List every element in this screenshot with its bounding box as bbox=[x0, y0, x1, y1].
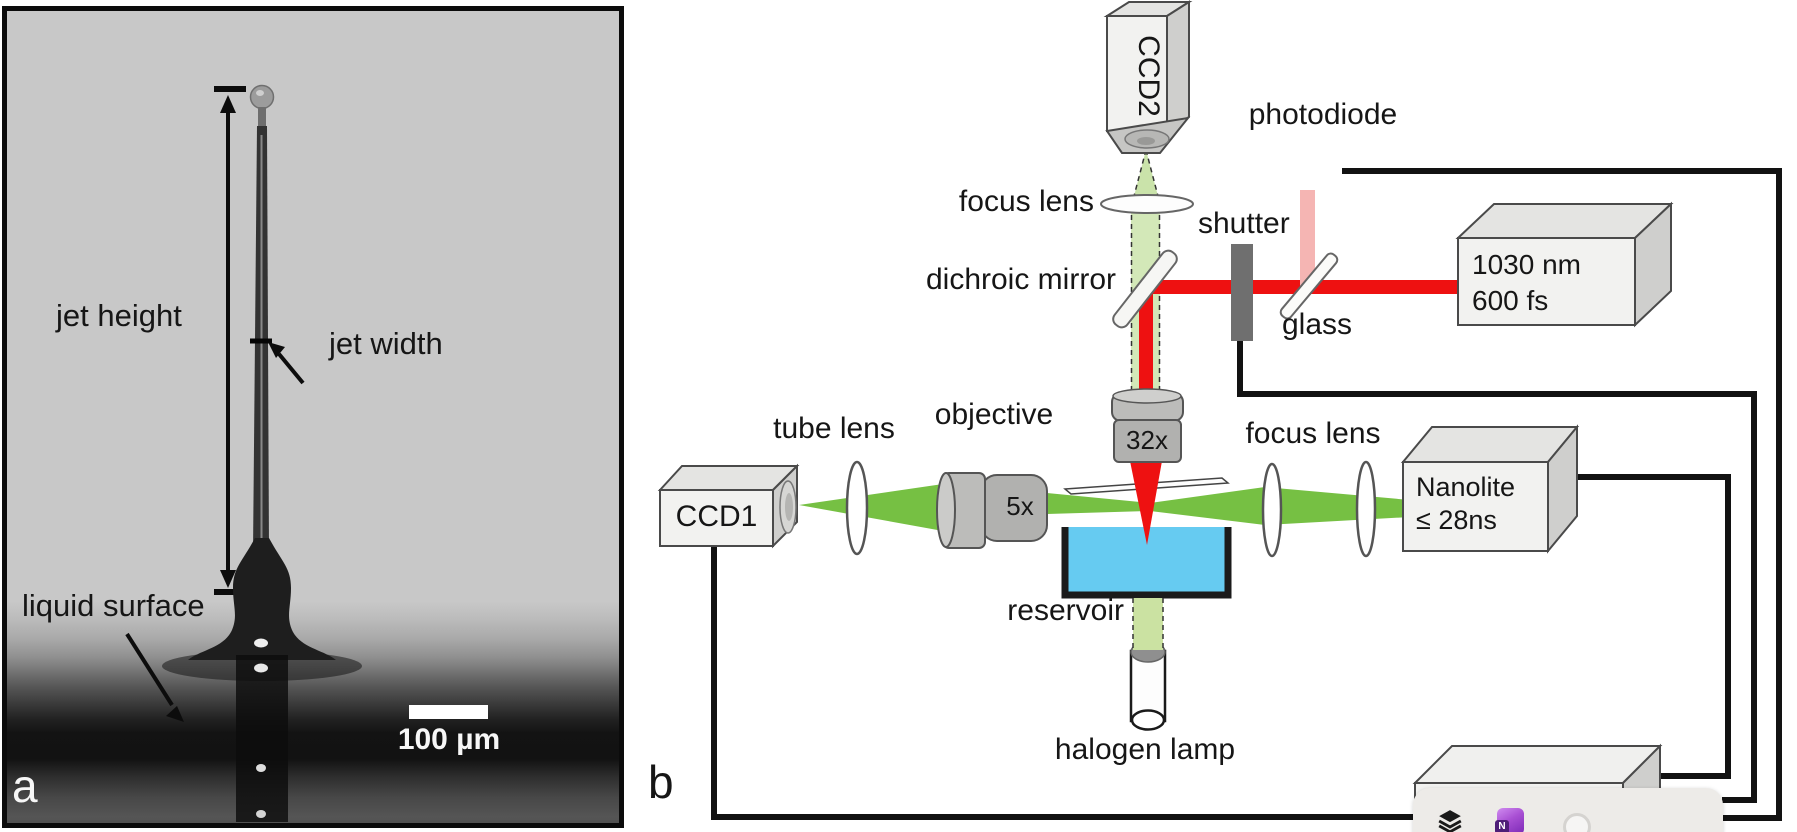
jet-width-label: jet width bbox=[329, 326, 443, 361]
onenote-app-icon[interactable]: N bbox=[1495, 808, 1524, 832]
green-beam-converging bbox=[1047, 493, 1150, 514]
laser-label: 1030 nm 600 fs bbox=[1472, 247, 1581, 319]
dock: N T bbox=[1413, 788, 1723, 832]
tube-lens-label: tube lens bbox=[773, 412, 895, 445]
reservoir-walls bbox=[1061, 527, 1232, 599]
focus-lens-top-element bbox=[1100, 194, 1194, 214]
objective-5x-front-cap bbox=[936, 472, 956, 548]
ccd2-cone bbox=[1133, 150, 1159, 200]
nanolite-box bbox=[1400, 424, 1580, 554]
bulge-highlight-1 bbox=[254, 638, 268, 648]
halogen-lamp-label: halogen lamp bbox=[1054, 733, 1236, 766]
halogen-lamp bbox=[1129, 598, 1167, 731]
green-beam-nanolite-segment bbox=[1265, 487, 1410, 525]
objective-32x-top bbox=[1112, 388, 1182, 404]
nanolite-name: Nanolite bbox=[1416, 472, 1516, 502]
nanolite-front-face bbox=[1402, 461, 1549, 552]
jet-photo-annotations bbox=[125, 84, 488, 822]
bulge-highlight-2 bbox=[254, 663, 268, 673]
photodiode-label: photodiode bbox=[1248, 98, 1398, 131]
laser-wavelength: 1030 nm bbox=[1472, 249, 1581, 280]
focus-lens-right-1 bbox=[1261, 462, 1283, 558]
illumination-beam bbox=[1133, 598, 1163, 650]
liquid-surface-label: liquid surface bbox=[22, 588, 205, 623]
jet-width-arrowhead bbox=[268, 342, 285, 358]
jet-height-arrowhead-up bbox=[220, 95, 236, 113]
photodiode-beam bbox=[1300, 190, 1315, 286]
shutter-element bbox=[1231, 244, 1253, 341]
jet-photograph bbox=[2, 6, 624, 828]
scale-bar-label: 100 µm bbox=[397, 723, 501, 756]
bulge-reflection bbox=[236, 655, 288, 822]
focus-lens-right-label: focus lens bbox=[1245, 417, 1381, 450]
focus-lens-right-2 bbox=[1355, 460, 1377, 558]
dichroic-mirror-element bbox=[1112, 249, 1178, 329]
shutter-label: shutter bbox=[1198, 207, 1290, 240]
glass-pickoff bbox=[1279, 252, 1339, 320]
liquid-surface-arrowhead bbox=[166, 706, 184, 722]
objective-32x bbox=[1111, 388, 1184, 463]
panel-b-letter: b bbox=[648, 756, 674, 808]
objective-5x-label: 5x bbox=[1006, 491, 1034, 521]
nanolite-label: Nanolite≤ 28ns bbox=[1416, 471, 1515, 537]
ccd2-box bbox=[1103, 0, 1193, 154]
onenote-badge: N bbox=[1495, 820, 1509, 832]
ccd2-aperture-inner bbox=[1137, 137, 1155, 145]
nanolite-pulse-duration: ≤ 28ns bbox=[1416, 505, 1497, 535]
laser-beam-vertical bbox=[1139, 288, 1153, 395]
layers-icon bbox=[1438, 810, 1462, 832]
objective-label: objective bbox=[934, 398, 1054, 431]
ccd1-front-face bbox=[659, 489, 774, 547]
ring-app-icon[interactable] bbox=[1563, 813, 1591, 832]
tube-lens-element bbox=[845, 460, 869, 556]
droplet-highlight bbox=[256, 90, 264, 96]
lamp-bottom-rim bbox=[1130, 709, 1166, 731]
ccd1-wire bbox=[711, 546, 1413, 820]
scale-bar bbox=[409, 705, 488, 719]
delay-box-top-face bbox=[1412, 745, 1663, 784]
shutter-wire bbox=[1237, 341, 1757, 803]
laser-focus-cone bbox=[1130, 461, 1162, 545]
reflection-dot-2 bbox=[256, 810, 266, 818]
green-beam-diverging bbox=[1150, 487, 1265, 525]
panel-a-letter: a bbox=[12, 760, 38, 812]
laser-pulse-duration: 600 fs bbox=[1472, 285, 1549, 316]
glass-label: glass bbox=[1281, 308, 1353, 341]
ccd1-aperture-inner bbox=[785, 493, 793, 521]
focus-lens-top-label: focus lens bbox=[958, 185, 1094, 218]
ccd2-right-face bbox=[1166, 0, 1190, 133]
laser-box bbox=[1455, 201, 1674, 328]
objective-5x bbox=[936, 472, 1048, 549]
jet-width-arrow-line bbox=[277, 352, 305, 385]
jet-height-arrowhead-down bbox=[220, 570, 236, 588]
ccd1-label: CCD1 bbox=[675, 500, 758, 533]
droplet bbox=[249, 84, 275, 110]
signal-wires bbox=[711, 168, 1782, 821]
liquid-surface-arrow-line bbox=[125, 632, 174, 707]
laser-front-face bbox=[1457, 237, 1636, 326]
nanolite-top-face bbox=[1400, 426, 1580, 463]
objective-32x-body bbox=[1113, 419, 1182, 463]
jet-height-label: jet height bbox=[56, 298, 182, 333]
reservoir-label: reservoir bbox=[1007, 594, 1124, 627]
ccd1-box bbox=[657, 463, 800, 549]
reflection-dot-1 bbox=[256, 764, 266, 772]
objective-32x-label: 32x bbox=[1126, 425, 1168, 455]
jet-base-bulge bbox=[188, 538, 336, 660]
dichroic-mirror-label: dichroic mirror bbox=[925, 263, 1116, 296]
green-beam-ccd1-segment bbox=[799, 484, 943, 531]
layers-app-icon[interactable] bbox=[1437, 808, 1463, 832]
ccd2-label: CCD2 bbox=[1132, 35, 1165, 117]
ccd2-front-face bbox=[1106, 15, 1168, 132]
photodiode-wire bbox=[1342, 168, 1782, 821]
jet-neck bbox=[258, 107, 266, 128]
nanolite-wire bbox=[1565, 474, 1731, 779]
